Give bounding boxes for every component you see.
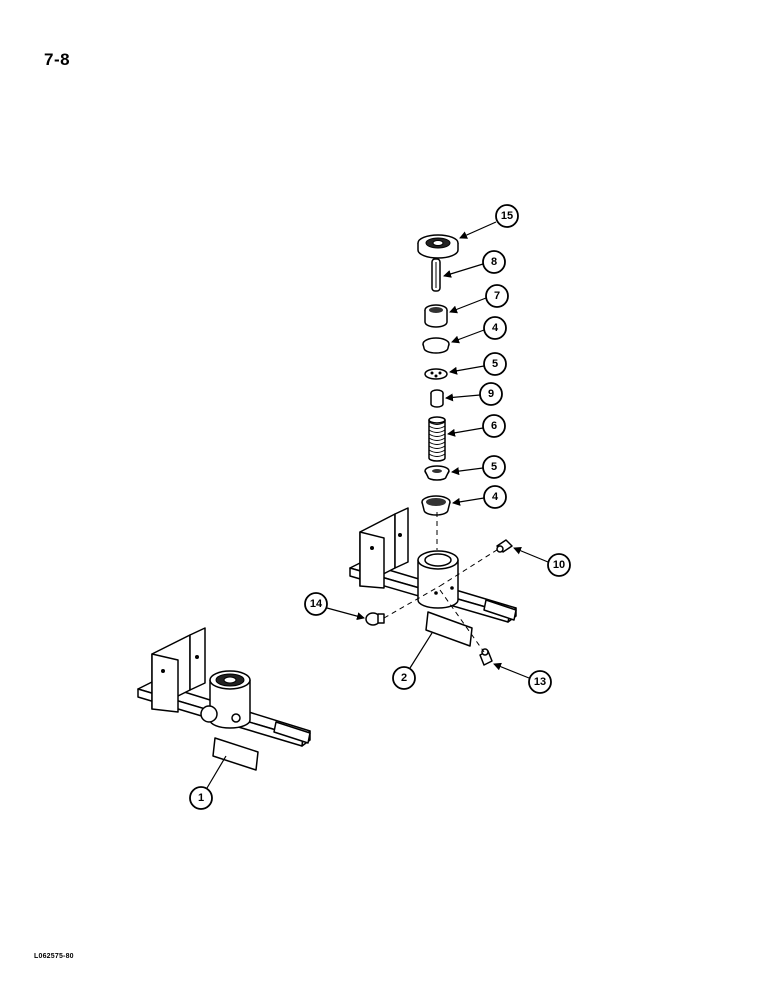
svg-text:8: 8 (491, 256, 497, 268)
part-7-bushing (424, 304, 448, 328)
part-14-plug (365, 612, 385, 626)
part-15-seal (417, 234, 459, 259)
figure-code: L062575-80 (34, 953, 74, 960)
svg-text:13: 13 (534, 676, 546, 688)
part-4-cup-lower (421, 495, 451, 516)
svg-text:1: 1 (198, 792, 204, 804)
part-2-bracket (349, 507, 517, 647)
part-1-assembly (137, 627, 311, 771)
callout-13: 13 (493, 662, 552, 694)
callout-1: 1 (189, 755, 227, 810)
part-8-pin (431, 258, 441, 292)
svg-text:7: 7 (494, 290, 500, 302)
callout-2: 2 (392, 632, 433, 690)
callout-6: 6 (447, 414, 506, 438)
part-6-spring (428, 416, 446, 462)
svg-text:14: 14 (310, 598, 323, 610)
callout-4-lower: 4 (452, 485, 507, 509)
part-5-retainer-upper (424, 368, 448, 380)
svg-text:5: 5 (491, 461, 497, 473)
svg-text:4: 4 (492, 322, 499, 334)
callout-14: 14 (304, 592, 365, 621)
part-9-sleeve (430, 389, 444, 408)
part-4-cup-upper (422, 337, 450, 354)
callout-9: 9 (445, 382, 503, 406)
svg-text:9: 9 (488, 388, 494, 400)
page-number: 7-8 (44, 50, 71, 69)
callout-8: 8 (443, 250, 506, 278)
part-13-fitting (479, 648, 493, 666)
svg-text:4: 4 (492, 491, 499, 503)
svg-text:5: 5 (492, 358, 498, 370)
svg-text:6: 6 (491, 420, 497, 432)
svg-text:2: 2 (401, 672, 407, 684)
callout-5-upper: 5 (449, 352, 507, 376)
callout-7: 7 (449, 284, 509, 314)
callout-10: 10 (513, 546, 571, 577)
callout-15: 15 (459, 204, 519, 239)
svg-text:10: 10 (553, 559, 565, 571)
svg-text:15: 15 (501, 210, 513, 222)
callout-5-lower: 5 (451, 455, 506, 479)
part-10-fitting (496, 539, 513, 553)
callout-4-upper: 4 (451, 316, 507, 344)
part-5-retainer-lower (424, 465, 450, 481)
